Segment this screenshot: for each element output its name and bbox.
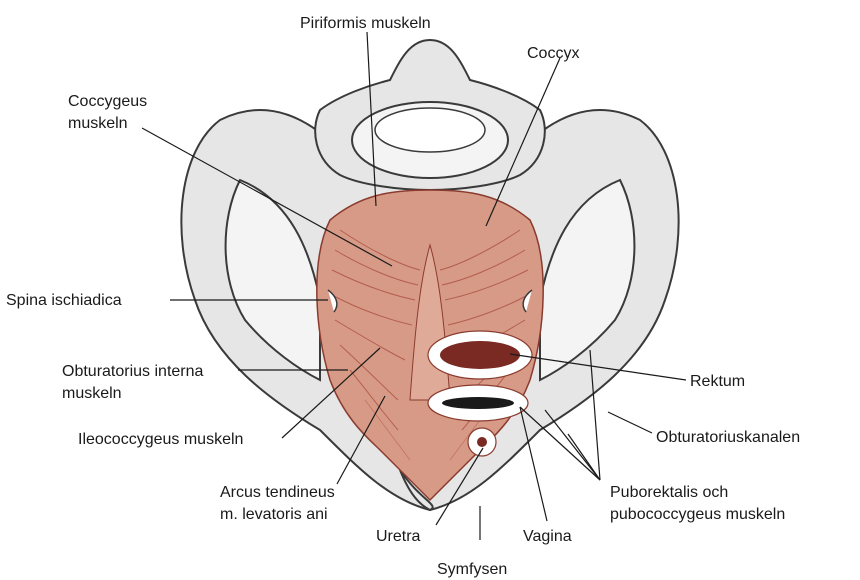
label-puborektalis-2: pubococcygeus muskeln [610,506,785,523]
label-puborektalis-1: Puborektalis och [610,484,728,501]
label-obturatorius-1: Obturatorius interna [62,363,204,380]
label-arcus-1: Arcus tendineus [220,484,335,501]
label-coccygeus-1: Coccygeus [68,93,147,110]
label-coccyx: Coccyx [527,45,579,62]
label-ileococcygeus: Ileococcygeus muskeln [78,431,243,448]
label-symfysen: Symfysen [437,561,507,578]
label-uretra: Uretra [376,528,421,545]
label-arcus-2: m. levatoris ani [220,506,328,523]
label-rektum: Rektum [690,373,745,390]
label-obturatorius-2: muskeln [62,385,122,402]
label-piriformis: Piriformis muskeln [300,15,431,32]
label-obturatoriuskanalen: Obturatoriuskanalen [656,429,800,446]
label-spina-ischiadica: Spina ischiadica [6,292,122,309]
label-coccygeus-2: muskeln [68,115,128,132]
label-vagina: Vagina [523,528,572,545]
